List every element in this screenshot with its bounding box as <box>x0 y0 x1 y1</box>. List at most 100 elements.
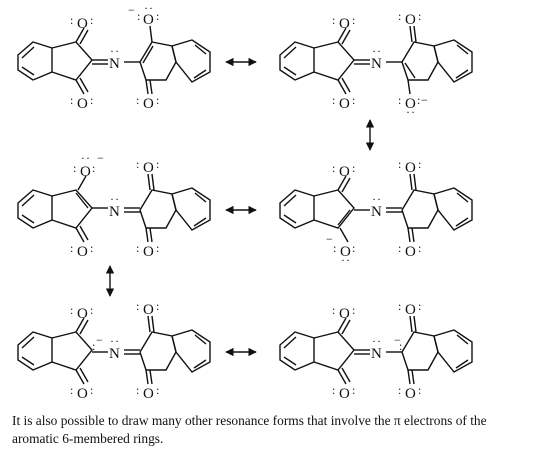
lone-pair: : <box>90 303 94 317</box>
nitrogen-atom: N <box>109 204 120 220</box>
lone-pair: : <box>417 93 421 107</box>
lone-pair: : <box>137 9 141 23</box>
oxygen-atom-top: O <box>143 160 154 176</box>
oxygen-atom-bottom: O <box>405 386 416 402</box>
oxygen-atom-top: O <box>405 302 416 318</box>
oxygen-atom-top: O <box>339 16 350 32</box>
lone-pair: : <box>136 157 140 171</box>
lone-pair: ·· <box>341 253 351 267</box>
lone-pair: : <box>352 13 356 27</box>
oxygen-atom-bottom: O <box>143 386 154 402</box>
lone-pair: : <box>418 299 422 313</box>
oxygen-atom-bottom: O <box>339 96 350 112</box>
lone-pair: : <box>90 93 94 107</box>
caption: It is also possible to draw many other r… <box>12 412 527 448</box>
lone-pair: : <box>398 157 402 171</box>
negative-charge: − <box>326 232 333 246</box>
lone-pair: ·· <box>81 151 91 165</box>
lone-pair: ·· <box>372 44 382 58</box>
lone-pair: : <box>136 241 140 255</box>
benzene-ring <box>17 41 53 81</box>
oxygen-atom-bottom: O <box>77 96 88 112</box>
lone-pair: : <box>398 299 402 313</box>
nitrogen-atom: N <box>371 346 382 362</box>
lone-pair: ·· <box>110 334 120 348</box>
lone-pair: : <box>398 93 402 107</box>
lone-pair: : <box>156 9 160 23</box>
oxygen-atom-bottom: O <box>143 96 154 112</box>
oxygen-atom-top: O <box>77 306 88 322</box>
lone-pair: : <box>352 383 356 397</box>
structure-4 <box>17 173 211 243</box>
lone-pair: : <box>418 157 422 171</box>
oxygen-atom-bottom: O <box>405 244 416 260</box>
lone-pair: : <box>418 383 422 397</box>
lone-pair: : <box>156 299 160 313</box>
lone-pair: : <box>156 241 160 255</box>
lone-pair: : <box>352 93 356 107</box>
lone-pair: : <box>70 303 74 317</box>
lone-pair: : <box>90 241 94 255</box>
carbanion-lone-pair: : <box>92 339 96 353</box>
lone-pair: : <box>136 93 140 107</box>
lone-pair: : <box>352 241 356 255</box>
lone-pair: : <box>70 93 74 107</box>
nitrogen-atom: N <box>109 56 120 72</box>
oxygen-atom-anion: O <box>80 164 91 180</box>
negative-charge: − <box>128 3 135 17</box>
lone-pair: : <box>352 303 356 317</box>
lone-pair: ·· <box>144 1 154 15</box>
structure-1 <box>17 25 211 95</box>
nitrogen-atom: N <box>371 56 382 72</box>
lone-pair: : <box>332 93 336 107</box>
lone-pair: ·· <box>372 192 382 206</box>
lone-pair: : <box>92 161 96 175</box>
lone-pair: ·· <box>110 44 120 58</box>
lone-pair: : <box>90 383 94 397</box>
oxygen-atom-top: O <box>143 302 154 318</box>
lone-pair: : <box>70 241 74 255</box>
lone-pair: : <box>136 383 140 397</box>
lone-pair: : <box>332 13 336 27</box>
lone-pair: : <box>398 9 402 23</box>
negative-charge: − <box>394 333 401 347</box>
lone-pair: : <box>333 241 337 255</box>
lone-pair: : <box>136 299 140 313</box>
oxygen-atom-anion: O <box>340 244 351 260</box>
carbanion-lone-pair: : <box>399 339 403 353</box>
structure-5 <box>17 315 211 385</box>
structure-3 <box>279 173 473 243</box>
lone-pair: : <box>352 161 356 175</box>
nitrogen-atom: N <box>109 346 120 362</box>
lone-pair: ·· <box>110 192 120 206</box>
nitrogen-atom: N <box>371 204 382 220</box>
caption-line-2: aromatic 6-membered rings. <box>12 431 164 446</box>
oxygen-atom-top: O <box>77 16 88 32</box>
negative-charge: − <box>97 151 104 165</box>
oxygen-atom-bottom: O <box>339 386 350 402</box>
negative-charge: − <box>421 93 428 107</box>
lone-pair: : <box>332 161 336 175</box>
lone-pair: : <box>398 241 402 255</box>
lone-pair: : <box>70 383 74 397</box>
oxygen-atom-top: O <box>339 306 350 322</box>
lone-pair: : <box>90 13 94 27</box>
lone-pair: ·· <box>406 105 416 119</box>
lone-pair: : <box>418 241 422 255</box>
lone-pair: : <box>156 383 160 397</box>
structure-6 <box>279 315 473 385</box>
oxygen-atom-top: O <box>405 160 416 176</box>
lone-pair: : <box>418 9 422 23</box>
oxygen-atom-bottom: O <box>77 244 88 260</box>
caption-line-1: It is also possible to draw many other r… <box>12 413 487 428</box>
lone-pair: : <box>398 383 402 397</box>
lone-pair: : <box>156 157 160 171</box>
structure-2 <box>279 25 473 95</box>
lone-pair: : <box>332 303 336 317</box>
oxygen-atom-bottom: O <box>77 386 88 402</box>
lone-pair: : <box>70 13 74 27</box>
lone-pair: : <box>156 93 160 107</box>
negative-charge: − <box>96 333 103 347</box>
oxygen-atom-top: O <box>339 164 350 180</box>
lone-pair: : <box>332 383 336 397</box>
